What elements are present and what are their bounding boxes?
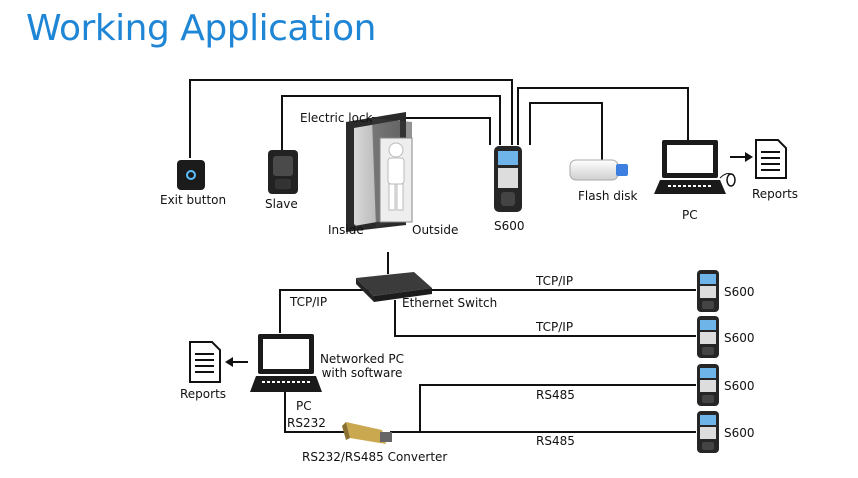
pc-top-device	[654, 140, 736, 194]
rs485-1-label: RS485	[536, 388, 575, 402]
s600-main-device	[494, 146, 522, 212]
arrow-to-reports-top	[730, 152, 753, 162]
s600-remote-4-device	[697, 411, 719, 453]
wire-electric-lock	[372, 117, 491, 145]
wire-switch-to-pc	[279, 289, 370, 333]
reports-bottom-label: Reports	[180, 387, 227, 401]
pc-bottom-label: PC	[296, 399, 312, 413]
wire-tcpip-2	[394, 300, 696, 337]
s600-remote-1-label: S600	[724, 285, 755, 299]
bottom-wiring	[279, 289, 696, 433]
exit-button-device	[177, 160, 205, 190]
wire-rs232	[284, 382, 346, 433]
exit-button-label: Exit button	[160, 193, 227, 207]
slave-label: Slave	[265, 197, 298, 211]
rs232-rs485-converter-device	[342, 422, 392, 444]
flash-disk-device	[569, 159, 628, 181]
s600-remote-2-label: S600	[724, 331, 755, 345]
flash-disk-label: Flash disk	[578, 189, 638, 203]
tcpip-left-label: TCP/IP	[290, 295, 328, 309]
wire-exit-button	[189, 79, 513, 158]
s600-remote-4-label: S600	[724, 426, 755, 440]
networked-pc-line: Networked PC	[319, 352, 405, 366]
inside-label: Inside	[328, 223, 364, 237]
networked-pc-label: Networked PC with software	[318, 352, 406, 380]
s600-remote-3-label: S600	[724, 379, 755, 393]
with-software-line: with software	[321, 366, 403, 380]
outside-label: Outside	[412, 223, 459, 237]
ethernet-switch-label: Ethernet Switch	[402, 296, 498, 310]
tcpip-2-label: TCP/IP	[536, 320, 574, 334]
ethernet-switch-device	[356, 252, 432, 302]
reports-top-icon	[755, 139, 787, 179]
networked-pc-device	[250, 334, 322, 392]
top-wiring	[189, 79, 689, 162]
slave-reader-device	[268, 150, 298, 194]
rs485-2-label: RS485	[536, 434, 575, 448]
s600-remote-2-device	[697, 316, 719, 358]
wire-pc-top	[517, 87, 689, 145]
reports-bottom-icon	[189, 341, 221, 383]
page-title: Working Application	[26, 8, 376, 49]
wire-rs485-1	[390, 384, 696, 433]
reports-top-label: Reports	[752, 187, 799, 201]
s600-remote-1-device	[697, 270, 719, 312]
tcpip-1-label: TCP/IP	[536, 274, 574, 288]
converter-label: RS232/RS485 Converter	[302, 450, 448, 464]
s600-remote-3-device	[697, 364, 719, 406]
electric-lock-label: Electric lock	[300, 111, 373, 125]
rs232-label: RS232	[287, 416, 326, 430]
arrow-to-reports-bottom	[225, 357, 248, 367]
pc-top-label: PC	[682, 208, 698, 222]
wire-slave	[281, 95, 501, 150]
door-illustration	[346, 112, 413, 232]
wire-flash-disk	[529, 102, 603, 162]
s600-main-label: S600	[494, 219, 525, 233]
